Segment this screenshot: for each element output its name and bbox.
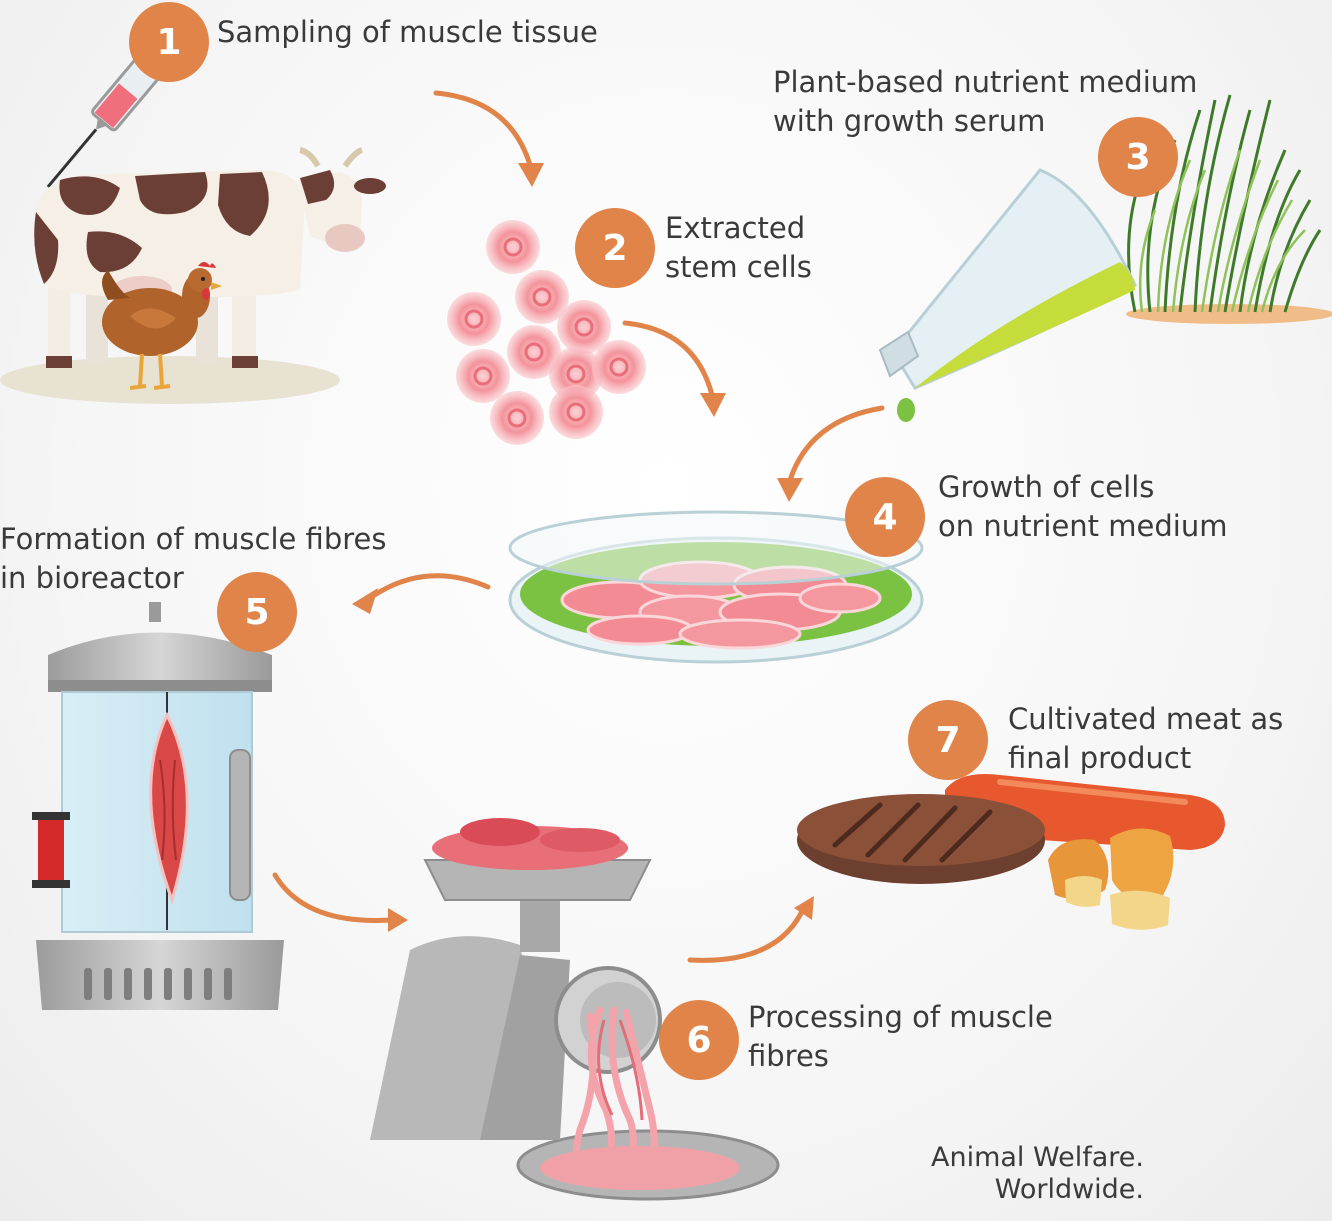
- arrowhead-1: [518, 163, 544, 187]
- nuggets-icon: [1048, 828, 1173, 929]
- step-6-badge: 6: [659, 1000, 739, 1080]
- arrow-3-to-4: [790, 408, 882, 480]
- step-4-badge: 4: [845, 477, 925, 557]
- credit-text: Animal Welfare. Worldwide.: [931, 1142, 1144, 1206]
- arrow-4-to-5: [370, 576, 488, 598]
- bioreactor-icon: [32, 602, 284, 1010]
- step-5-label: Formation of muscle fibres in bioreactor: [0, 520, 386, 598]
- cow-icon: [34, 150, 386, 368]
- arrow-5-to-6: [275, 875, 390, 920]
- step-6-line-1: Processing of muscle: [748, 998, 1053, 1037]
- step-2-badge: 2: [575, 208, 655, 288]
- arrow-6-to-7: [690, 905, 805, 960]
- step-2-line-2: stem cells: [665, 248, 812, 287]
- step-3-line-2: with growth serum: [773, 102, 1197, 141]
- step-7-badge: 7: [908, 700, 988, 780]
- burger-patty-icon: [797, 794, 1045, 884]
- step-4-line-2: on nutrient medium: [938, 507, 1227, 546]
- step-5-line-2: in bioreactor: [0, 559, 386, 598]
- arrowhead-3: [777, 478, 803, 502]
- step-3-label: Plant-based nutrient medium with growth …: [773, 63, 1197, 141]
- credit-line-1: Animal Welfare.: [931, 1142, 1144, 1174]
- arrow-1-to-2: [436, 93, 530, 165]
- arrowhead-2: [700, 393, 726, 417]
- step-2-line-1: Extracted: [665, 209, 812, 248]
- credit-line-2: Worldwide.: [931, 1174, 1144, 1206]
- step-7-label: Cultivated meat as final product: [1008, 700, 1283, 778]
- step-4-line-1: Growth of cells: [938, 468, 1227, 507]
- flask-icon: [880, 170, 1135, 422]
- step-7-line-2: final product: [1008, 739, 1283, 778]
- step-4-label: Growth of cells on nutrient medium: [938, 468, 1227, 546]
- step-1-label: Sampling of muscle tissue: [217, 13, 598, 52]
- step-2-label: Extracted stem cells: [665, 209, 812, 287]
- step-6-label: Processing of muscle fibres: [748, 998, 1053, 1076]
- step-6-line-2: fibres: [748, 1037, 1053, 1076]
- arrowhead-5: [388, 908, 408, 932]
- step-3-line-1: Plant-based nutrient medium: [773, 63, 1197, 102]
- step-7-line-1: Cultivated meat as: [1008, 700, 1283, 739]
- step-1-line-1: Sampling of muscle tissue: [217, 13, 598, 52]
- step-5-line-1: Formation of muscle fibres: [0, 520, 386, 559]
- step-1-badge: 1: [129, 2, 209, 82]
